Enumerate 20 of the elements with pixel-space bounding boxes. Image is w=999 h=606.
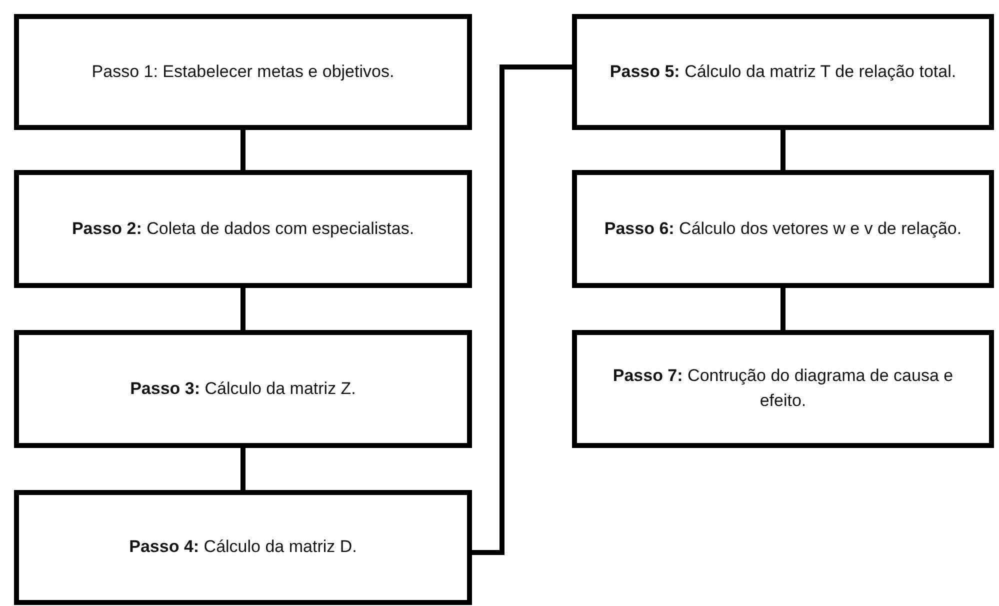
connector-line — [240, 448, 246, 490]
process-box — [572, 170, 994, 288]
connector-line — [240, 130, 246, 170]
process-box — [572, 14, 994, 130]
process-box — [14, 14, 472, 130]
step-text: Passo 7: Contrução do diagrama de causa e efeito. — [612, 365, 954, 412]
step-text: Passo 3: Cálculo da matriz Z. — [130, 378, 356, 400]
step-text: Passo 5: Cálculo da matriz T de relação total. — [610, 60, 956, 83]
step-text: Passo 2: Coleta de dados com especialistas. — [72, 218, 414, 240]
connector-line — [780, 288, 786, 330]
process-box — [572, 330, 994, 448]
connector-line — [240, 288, 246, 330]
step-text: Passo 4: Cálculo da matriz D. — [129, 536, 357, 558]
connector-line — [780, 130, 786, 170]
process-box — [14, 170, 472, 288]
process-box — [14, 330, 472, 448]
connector-line — [472, 64, 572, 555]
process-box — [14, 490, 472, 605]
step-text: Passo 6: Cálculo dos vetores w e v de relação. — [604, 218, 962, 240]
step-text: Passo 1: Estabelecer metas e objetivos. — [92, 60, 394, 83]
